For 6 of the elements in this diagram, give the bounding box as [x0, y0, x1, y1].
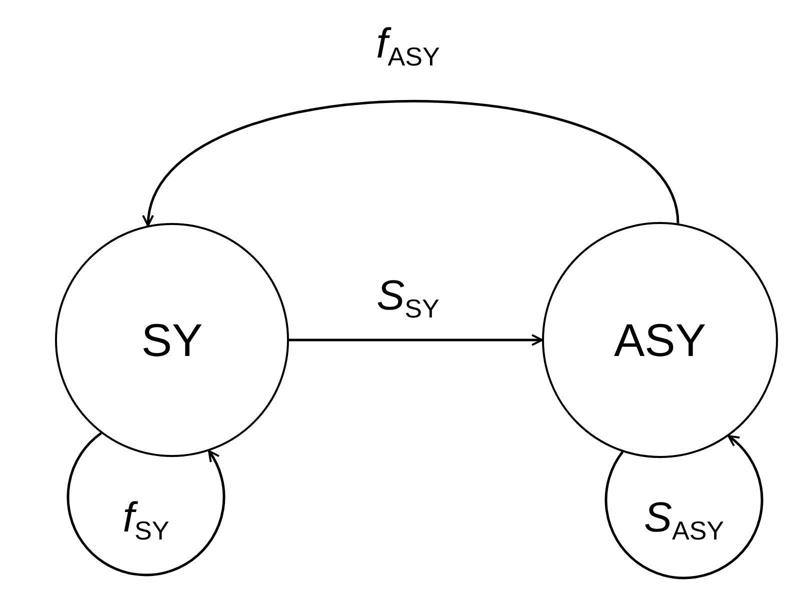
- state-label: SY: [141, 313, 203, 367]
- self-loop-arrow: [604, 435, 764, 580]
- arrow: [144, 100, 680, 226]
- state-label: ASY: [614, 313, 706, 367]
- arrow: [289, 334, 543, 346]
- self-loop-arrow: [66, 432, 226, 576]
